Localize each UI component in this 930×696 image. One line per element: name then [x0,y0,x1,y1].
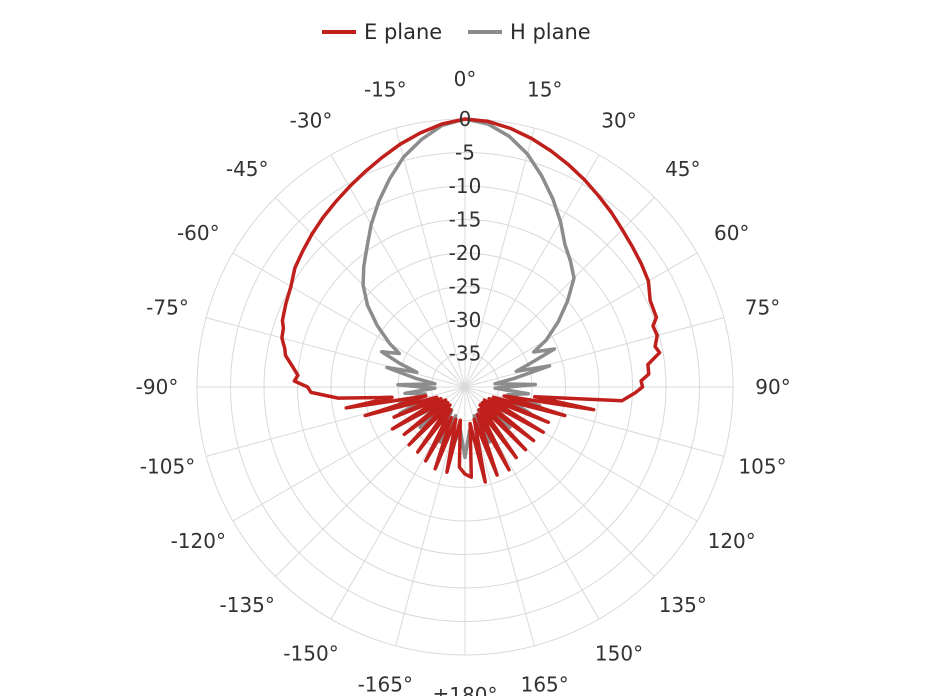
angle-label: 15° [527,78,562,102]
radial-tick-label: 0 [459,107,472,131]
series-line-h-plane [361,117,576,460]
grid [196,118,734,656]
radial-tick-label: -20 [449,241,482,265]
angle-label: 30° [601,108,636,132]
legend-label-h-plane: H plane [510,20,591,44]
series-line-e-plane [280,117,662,484]
grid-spoke [232,252,466,388]
angle-label: 135° [659,593,707,617]
legend-item-h-plane[interactable]: H plane [468,20,591,44]
angle-label: 0° [454,67,477,91]
radial-tick-label: -25 [449,275,482,299]
angle-label: -60° [177,221,220,245]
legend: E plane H plane [322,20,591,44]
angle-label: 165° [521,673,569,696]
legend-label-e-plane: E plane [364,20,442,44]
grid-spoke [330,154,466,388]
grid-spoke [464,252,698,388]
angle-label: -45° [226,157,269,181]
grid-spoke [464,154,600,388]
grid-spoke [275,197,466,388]
angle-label: 120° [708,529,756,553]
grid-spoke [464,128,535,388]
angle-label: 60° [714,221,749,245]
angle-label: -105° [140,455,195,479]
angle-label: -75° [146,295,189,319]
angle-label: -90° [136,375,179,399]
angle-label: 105° [738,455,786,479]
angle-label: ±180° [433,683,498,696]
angle-label: -30° [290,108,333,132]
grid-spoke [464,317,724,388]
angle-label: 45° [665,157,700,181]
angle-label: -120° [171,529,226,553]
radial-tick-labels: 0 -5 -10 -15 -20 -25 -30 -35 [449,107,482,366]
angle-label: -150° [283,642,338,666]
angular-tick-labels: 0° 15° 30° 45° 60° 75° 90° 105° 120° 135° 150° 165°… [136,67,791,696]
angle-label: 75° [745,295,780,319]
angle-label: -135° [220,593,275,617]
radial-tick-label: -35 [449,342,482,366]
radial-tick-label: -30 [449,308,482,332]
angle-label: 90° [755,375,790,399]
grid-spoke [395,128,466,388]
angle-label: -165° [358,673,413,696]
angle-label: 150° [595,642,643,666]
radial-tick-label: -5 [455,141,475,165]
legend-item-e-plane[interactable]: E plane [322,20,442,44]
grid-spoke [206,317,466,388]
angle-label: -15° [364,78,407,102]
radial-tick-label: -15 [449,208,482,232]
radial-tick-label: -10 [449,174,482,198]
series-layer [280,117,662,484]
